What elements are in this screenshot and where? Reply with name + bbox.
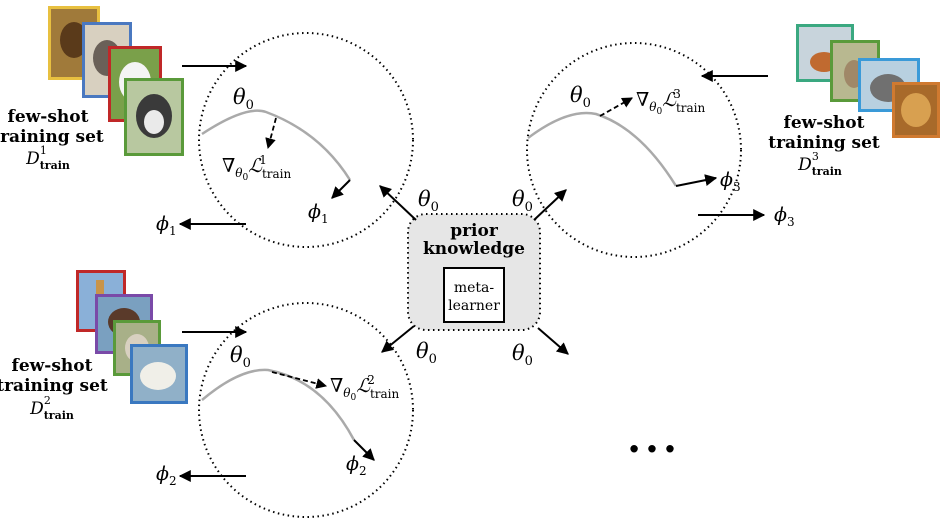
prior-arrow-task-1 [379,185,417,221]
task-3-adapted-arrow [675,174,718,187]
task-1-theta: θ0 [233,85,254,113]
prior-arrow-task-3 [533,189,567,221]
task-1-circle [198,32,414,248]
task-2-phi-out: ϕ2 [156,463,177,488]
task-3-label-line2: training set [768,133,880,153]
prior-theta-task-2: θ0 [416,339,437,367]
task-1-label-line2: training set [0,127,104,147]
task-2-label-line2: training set [0,376,108,396]
task-3-image-4 [892,82,940,138]
dataset-index: 1 [40,144,47,157]
task-2-gradient-label: ∇θ0ℒtrain2 [330,373,399,403]
task-1-image-4 [124,78,184,156]
task-3-phi-out: ϕ3 [774,204,795,229]
task-3-gradient-arrow [599,97,633,117]
task-2-adapted-arrow [353,439,375,461]
dataset-subscript: train [40,159,70,172]
task-1-phi: ϕ1 [308,201,329,226]
prior-theta-task-3: θ0 [512,187,533,215]
task-3-circle [526,42,742,258]
prior-title-line2: knowledge [423,239,525,259]
prior-title-line1: prior [450,221,499,241]
prior-theta-task-more: θ0 [512,341,533,369]
task-1-label-line1: few-shot [8,107,89,127]
task-1-trajectory [201,109,352,181]
meta-learner-box [443,267,505,323]
task-2-dataset: Dtrain2 [29,394,74,422]
task-2: few-shot training set Dtrain2 ϕ2 θ0 ∇θ0ℒ… [0,270,414,518]
task-1-dataset: Dtrain 1 [25,144,70,172]
task-3-phi: ϕ3 [720,169,741,194]
prior-knowledge: prior knowledge meta- learner θ0 θ0 θ0 θ… [379,185,569,369]
prior-arrow-task-more [537,327,569,355]
task-2-image-stack [76,270,188,404]
meta-learner-line1: meta- [454,280,495,296]
task-3-dataset: Dtrain3 [797,150,842,178]
dataset-symbol: D [25,149,40,169]
prior-arrow-task-2 [381,325,415,353]
task-3-gradient-label: ∇θ0ℒtrain3 [636,87,705,117]
task-3: few-shot training set Dtrain3 ϕ3 θ0 ∇θ0ℒ… [526,24,940,258]
task-1-phi-out: ϕ1 [156,213,177,238]
task-1-adapted-arrow [331,179,351,199]
prior-theta-task-1: θ0 [418,187,439,215]
task-1-gradient-label: ∇θ0ℒtrain1 [222,153,291,183]
task-1: few-shot training set Dtrain 1 ϕ1 θ0 ∇θ0ℒ… [0,6,414,248]
task-3-theta: θ0 [570,83,591,111]
task-3-label-line1: few-shot [784,113,865,133]
task-1-image-stack [48,6,184,156]
task-2-image-4 [130,344,188,404]
task-2-phi: ϕ2 [346,453,367,478]
task-2-theta: θ0 [230,343,251,371]
task-2-label-line1: few-shot [12,356,93,376]
task-3-image-stack [796,24,940,138]
ellipsis: ... [627,415,681,462]
task-2-gradient-arrow [271,371,328,389]
task-2-circle [198,302,414,518]
task-3-trajectory [527,111,678,187]
task-2-trajectory [201,368,356,441]
task-1-gradient-arrow [265,117,277,150]
meta-learner-line2: learner [448,298,500,314]
